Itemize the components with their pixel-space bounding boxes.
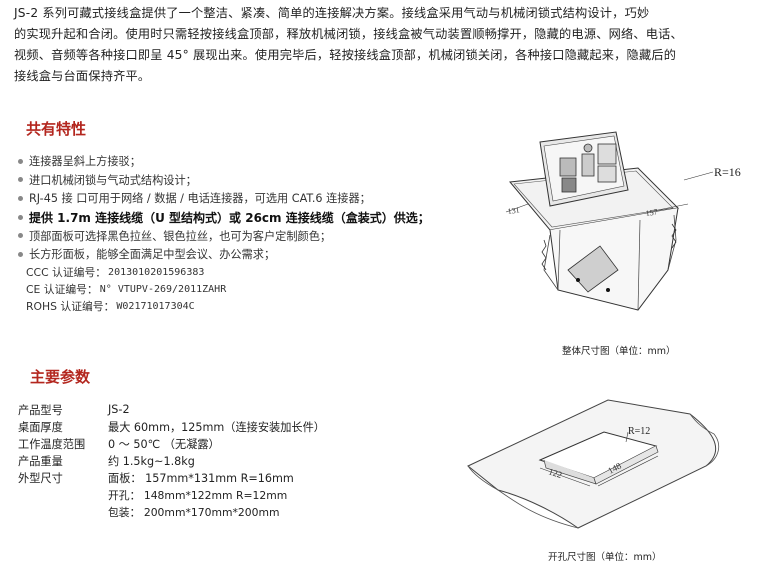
cutout-dim-left-label: 122	[547, 466, 563, 480]
bullet-icon	[18, 251, 23, 257]
cert-rohs: ROHS 认证编号：W02171017304C	[26, 300, 195, 314]
param-row: 外型尺寸面板： 157mm*131mm R=16mm	[18, 471, 294, 485]
features-title: 共有特性	[26, 120, 87, 138]
bullet-icon	[18, 233, 23, 239]
feature-item: 进口机械闭锁与气动式结构设计；	[18, 171, 488, 190]
intro-line: 视频、音频等各种接口即呈 45° 展现出来。使用完毕后，轻按接线盒顶部，机械闭锁…	[14, 48, 677, 62]
intro-line: 的实现升起和合闭。使用时只需轻按接线盒顶部，释放机械闭锁，接线盒被气动装置顺畅撑…	[14, 27, 683, 41]
overall-caption: 整体尺寸图（单位：mm）	[562, 346, 676, 357]
feature-item: 提供 1.7m 连接线缆（U 型结构式）或 26cm 连接线缆（盒装式）供选；	[18, 208, 488, 227]
cert-ccc: CCC 认证编号：2013010201596383	[26, 266, 205, 280]
feature-item: 长方形面板，能够全面满足中型会议、办公需求；	[18, 245, 488, 264]
features-list: 连接器呈斜上方接驳； 进口机械闭锁与气动式结构设计； RJ-45 接 口可用于网…	[18, 152, 488, 315]
params-title: 主要参数	[30, 368, 91, 386]
intro-paragraph: JS-2 系列可藏式接线盒提供了一个整洁、紧凑、简单的连接解决方案。接线盒采用气…	[14, 3, 754, 87]
param-row: 桌面厚度最大 60mm，125mm（连接安装加长件）	[18, 420, 325, 434]
overall-dimension-drawing: 131 157 R=16	[505, 131, 741, 311]
feature-item: RJ-45 接 口可用于网络 / 数据 / 电话连接器，可选用 CAT.6 连接…	[18, 189, 488, 208]
dim-right-label: 157	[645, 207, 658, 218]
dim-left-label: 131	[507, 205, 520, 216]
bullet-icon	[18, 214, 23, 220]
param-subrow: 包装： 200mm*170mm*200mm	[108, 506, 280, 520]
intro-line: 接线盒与台面保持齐平。	[14, 69, 151, 83]
cert-ce: CE 认证编号：N° VTUPV-269/2011ZAHR	[26, 283, 227, 297]
bullet-icon	[18, 158, 23, 164]
bullet-icon	[18, 177, 23, 183]
param-row: 产品重量约 1.5kg~1.8kg	[18, 454, 195, 468]
feature-item: 顶部面板可选择黑色拉丝、银色拉丝，也可为客户定制颜色；	[18, 226, 488, 245]
radius-label: R=16	[714, 165, 741, 179]
cutout-caption: 开孔尺寸图（单位：mm）	[548, 552, 662, 563]
bullet-icon	[18, 195, 23, 201]
cutout-radius-label: R=12	[628, 426, 650, 437]
feature-item: 连接器呈斜上方接驳；	[18, 152, 488, 171]
cutout-dimension-drawing: 122 148 R=12	[467, 399, 720, 529]
param-subrow: 开孔： 148mm*122mm R=12mm	[108, 488, 288, 502]
intro-line: JS-2 系列可藏式接线盒提供了一个整洁、紧凑、简单的连接解决方案。接线盒采用气…	[14, 6, 650, 20]
